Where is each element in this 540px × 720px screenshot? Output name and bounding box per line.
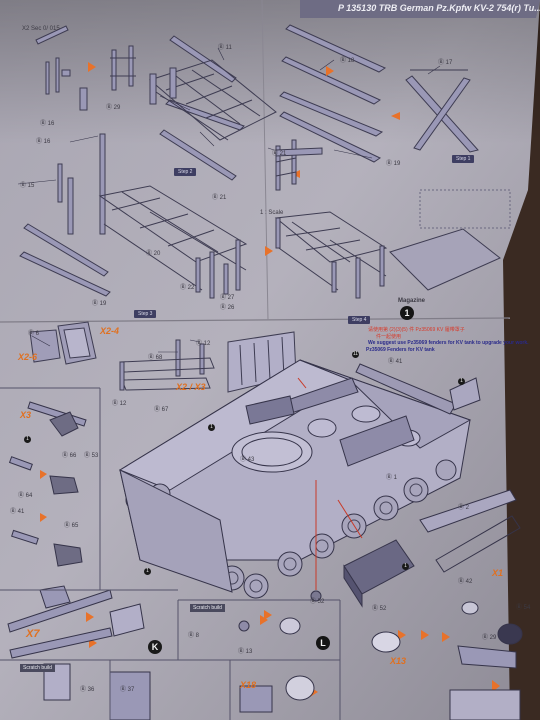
part-label: Ⓑ 20 bbox=[146, 251, 161, 257]
left-part-details bbox=[7, 401, 145, 659]
quantity-label: X3 bbox=[20, 410, 32, 420]
quantity-label: X2-6 bbox=[18, 352, 38, 362]
step-1-diagram bbox=[279, 24, 479, 163]
part-label: Ⓑ 64 bbox=[18, 493, 33, 499]
step-1-tag: Step 1 bbox=[452, 155, 475, 163]
part-label: Ⓑ 66 bbox=[62, 453, 77, 459]
step-2-diagram bbox=[19, 25, 388, 299]
bottom-parts bbox=[43, 601, 523, 720]
red-leader-lines bbox=[297, 377, 363, 590]
kit-title: P 135130 TRB German Pz.Kpfw KV-2 754(r) … bbox=[338, 3, 540, 13]
part-label: X2 Sec 0/ 015 bbox=[22, 26, 60, 32]
part-label: Ⓑ 2 bbox=[458, 505, 470, 511]
part-label: Ⓑ 11 bbox=[218, 45, 232, 51]
part-label: Ⓑ 16 bbox=[36, 139, 51, 145]
part-label: Ⓑ 18 bbox=[340, 58, 355, 64]
note-chinese: 请使用第 (2)(3)(5) 件 Pz35069 KV 履带罩子 bbox=[368, 327, 465, 333]
decal-outline bbox=[419, 189, 511, 229]
frame-subassembly bbox=[29, 321, 297, 393]
part-label: Ⓑ 65 bbox=[64, 523, 79, 529]
callout-dot: 1 bbox=[402, 563, 409, 570]
step-letter-K: K bbox=[148, 640, 162, 654]
part-label: Ⓑ 37 bbox=[120, 687, 135, 693]
step-letter-L: L bbox=[316, 636, 330, 650]
part-label: Ⓑ 41 bbox=[388, 359, 403, 365]
part-label: Ⓑ 42 bbox=[458, 579, 473, 585]
quantity-label: X13 bbox=[390, 656, 407, 666]
panel-title: Scratch build bbox=[20, 664, 55, 672]
callout-dot: 1 bbox=[208, 424, 215, 431]
callout-dot: 1 bbox=[24, 436, 31, 443]
part-label: Ⓑ 16 bbox=[40, 121, 55, 127]
brass-plate bbox=[389, 228, 501, 291]
callout-dot: 1 bbox=[458, 378, 465, 385]
quantity-label: X2 / X3 bbox=[176, 382, 206, 392]
part-label: Ⓑ 67 bbox=[154, 407, 169, 413]
part-label: Ⓑ 29 bbox=[482, 635, 497, 641]
callout-dot: 11 bbox=[352, 351, 359, 358]
quantity-label: X1 bbox=[492, 568, 504, 578]
part-label: Ⓑ 21 bbox=[212, 195, 227, 201]
note-chinese-2: 件一起使用 bbox=[376, 334, 402, 340]
note-english-2: Pz35069 Fenders for KV tank bbox=[366, 347, 435, 353]
part-label: Ⓑ 68 bbox=[148, 355, 163, 361]
part-label: Ⓑ 53 bbox=[84, 453, 99, 459]
part-label: Ⓑ 29 bbox=[106, 105, 121, 111]
panel-borders bbox=[0, 387, 341, 720]
quantity-label: X18 bbox=[240, 680, 257, 690]
step-2-tag: Step 2 bbox=[174, 168, 197, 176]
part-label: Ⓑ 15 bbox=[20, 183, 35, 189]
part-label: Ⓑ 19 bbox=[386, 161, 401, 167]
decal-scale-label: 1 : Scale bbox=[260, 210, 284, 216]
part-label: Ⓑ 43 bbox=[240, 457, 255, 463]
vertical-fold-line bbox=[261, 0, 269, 321]
part-label: Ⓑ 13 bbox=[238, 649, 253, 655]
part-label: Ⓑ 6 bbox=[28, 331, 40, 337]
callout-dot: 1 bbox=[144, 568, 151, 575]
part-label: Ⓑ 12 bbox=[196, 341, 211, 347]
quantity-label: X2-4 bbox=[100, 326, 120, 336]
note-english: We suggest use Pz35069 fenders for KV ta… bbox=[368, 340, 529, 346]
part-label: Ⓑ 17 bbox=[438, 60, 453, 66]
part-label: Ⓑ 22 bbox=[180, 285, 195, 291]
title-banner bbox=[300, 0, 540, 18]
quantity-label: X7 bbox=[26, 628, 40, 640]
part-label: Ⓑ 19 bbox=[92, 301, 107, 307]
part-label: Ⓑ 41 bbox=[10, 509, 25, 515]
part-label: Ⓑ 12 bbox=[112, 401, 127, 407]
step-4-tag: Step 4 bbox=[348, 316, 371, 324]
step-3-tag: Step 3 bbox=[134, 310, 157, 318]
magazine-label: Magazine bbox=[398, 298, 426, 304]
part-label: Ⓑ 1 bbox=[386, 475, 398, 481]
mesh-plate bbox=[419, 377, 521, 573]
panel-title: Scratch build bbox=[190, 604, 225, 612]
part-label: Ⓑ 21 bbox=[272, 151, 287, 157]
leader-lines bbox=[17, 47, 441, 353]
part-label: Ⓑ 54 bbox=[516, 605, 531, 611]
step-number-1: 1 bbox=[400, 306, 414, 320]
part-label: Ⓑ 8 bbox=[188, 633, 200, 639]
part-label: Ⓑ 26 bbox=[220, 305, 235, 311]
part-label: Ⓑ 36 bbox=[80, 687, 95, 693]
bolt-part bbox=[310, 590, 322, 602]
part-label: Ⓑ 27 bbox=[220, 295, 235, 301]
part-label: Ⓑ 52 bbox=[372, 606, 387, 612]
part-label: Ⓑ 52 bbox=[310, 599, 325, 605]
tank-hull bbox=[118, 359, 472, 608]
horizontal-fold-line bbox=[0, 317, 511, 323]
